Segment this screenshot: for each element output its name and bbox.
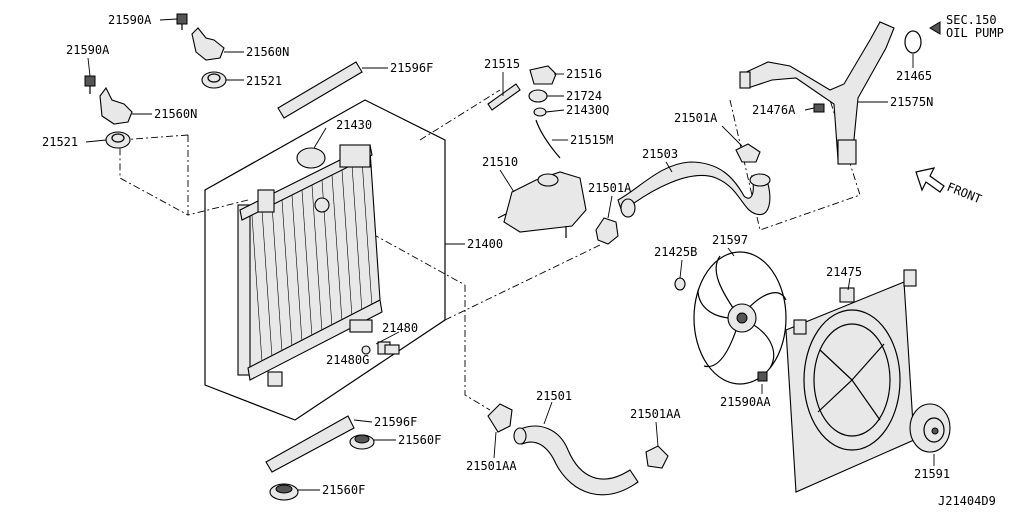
fan-21597 <box>693 251 787 385</box>
label-21515M: 21515M <box>570 133 613 147</box>
label-21480: 21480 <box>382 321 418 335</box>
label-21425B: 21425B <box>654 245 697 259</box>
rubber-21560F-2 <box>269 483 299 501</box>
seal-21596F-bottom <box>265 415 355 473</box>
label-oil-pump: OIL PUMP <box>946 26 1004 40</box>
label-21475: 21475 <box>826 265 862 279</box>
label-21590A-left: 21590A <box>66 43 110 57</box>
label-21501A-mid: 21501A <box>588 181 632 195</box>
label-21510: 21510 <box>482 155 518 169</box>
label-front: FRONT <box>945 180 984 207</box>
label-21521-top: 21521 <box>246 74 282 88</box>
label-21575N: 21575N <box>890 95 933 109</box>
clamp-21501A-mid <box>595 217 619 245</box>
label-21465: 21465 <box>896 69 932 83</box>
upper-hose-21503 <box>617 161 771 216</box>
bolt-21590A-top <box>176 13 188 30</box>
label-21515: 21515 <box>484 57 520 71</box>
label-21560N-top: 21560N <box>246 45 289 59</box>
label-21590A-top: 21590A <box>108 13 152 27</box>
label-21591: 21591 <box>914 467 950 481</box>
seal-21596F-top <box>277 61 363 119</box>
bolt-21590A-left <box>84 75 96 94</box>
label-21516: 21516 <box>566 67 602 81</box>
label-21597: 21597 <box>712 233 748 247</box>
reservoir-hose-21515 <box>487 83 521 111</box>
radiator-cap <box>296 147 326 169</box>
label-21501: 21501 <box>536 389 572 403</box>
clamp-21501AA-right <box>645 445 669 469</box>
label-21501AA-right: 21501AA <box>630 407 681 421</box>
diagram-id: J21404D9 <box>938 494 996 508</box>
lower-hose-21501 <box>517 425 639 496</box>
drain-plug <box>361 341 400 355</box>
bracket-21560N-top <box>191 27 225 61</box>
label-21400: 21400 <box>467 237 503 251</box>
bolt-21590AA <box>757 371 768 382</box>
bolt-21476A <box>813 103 825 113</box>
oil-pump-arrow <box>929 21 941 35</box>
label-sec150: SEC.150 <box>946 13 997 27</box>
clamp-21501AA-left <box>487 403 513 433</box>
radiator-assembly-outline <box>204 99 446 421</box>
bracket-21560N-left <box>99 86 133 125</box>
fan-shroud-21475 <box>785 269 917 493</box>
cap-21724 <box>528 89 548 103</box>
rubber-21560F-1 <box>349 434 375 450</box>
label-21596F-top: 21596F <box>390 61 433 75</box>
label-21501A-top: 21501A <box>674 111 718 125</box>
label-21430: 21430 <box>336 118 372 132</box>
washer-21425B <box>674 277 686 291</box>
label-21476A: 21476A <box>752 103 796 117</box>
label-21560N-left: 21560N <box>154 107 197 121</box>
hose-21515M <box>535 119 561 159</box>
gasket-21430Q <box>533 107 547 117</box>
label-21590AA: 21590AA <box>720 395 771 409</box>
water-pipe-21575N <box>739 21 895 165</box>
oring-21465 <box>904 30 922 54</box>
front-arrow <box>915 167 945 193</box>
label-21430Q: 21430Q <box>566 103 609 117</box>
label-21501AA-left: 21501AA <box>466 459 517 473</box>
fan-motor-21591 <box>909 403 951 453</box>
reservoir-cap-21516 <box>529 65 557 85</box>
radiator <box>237 144 383 387</box>
label-21560F-1: 21560F <box>398 433 441 447</box>
clamp-21501A-top <box>735 143 761 163</box>
label-21480G: 21480G <box>326 353 369 367</box>
label-21503: 21503 <box>642 147 678 161</box>
label-21521-left: 21521 <box>42 135 78 149</box>
label-21596F-bottom: 21596F <box>374 415 417 429</box>
label-21724: 21724 <box>566 89 602 103</box>
part-labels: 21590A 21560N 21521 21590A 21560N 21521 … <box>42 13 1004 508</box>
label-21560F-2: 21560F <box>322 483 365 497</box>
leader-lines <box>85 18 935 491</box>
